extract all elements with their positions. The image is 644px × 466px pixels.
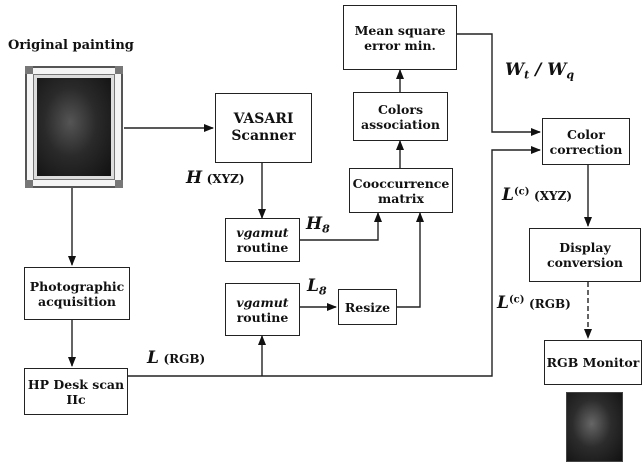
display-line2: conversion — [547, 255, 623, 270]
photo-line1: Photographic — [30, 279, 125, 294]
label-Lc1-units: (XYZ) — [534, 189, 572, 203]
mse-line1: Mean square — [355, 23, 446, 38]
resize-label: Resize — [345, 300, 390, 315]
label-H8: H8 — [306, 214, 330, 236]
arrow-mse-to-corr — [457, 34, 540, 132]
assoc-line1: Colors — [378, 102, 423, 117]
mse-line2: error min. — [364, 38, 436, 53]
corr-line1: Color — [567, 127, 605, 142]
assoc-line2: association — [361, 117, 440, 132]
arrow-resize-to-cooc — [397, 213, 420, 307]
corr-line2: correction — [550, 142, 623, 157]
label-W2-sub: q — [566, 69, 574, 82]
label-H8-sub: 8 — [322, 223, 330, 236]
display-line1: Display — [559, 240, 610, 255]
label-Lc1-sup: (c) — [514, 187, 530, 198]
vasari-line1: VASARI — [234, 111, 294, 127]
vgamut2-line2: routine — [237, 310, 289, 325]
label-H8-symbol: H — [306, 214, 322, 234]
label-L8-sub: 8 — [319, 285, 327, 298]
photo-line2: acquisition — [38, 294, 116, 309]
hp-line2: IIc — [66, 392, 85, 407]
resize-box: Resize — [338, 289, 397, 325]
label-H-symbol: H — [186, 168, 202, 188]
vasari-line2: Scanner — [231, 128, 295, 144]
label-W2-symbol: W — [547, 60, 566, 80]
original-painting-label: Original painting — [8, 38, 134, 53]
label-L-symbol: L — [147, 348, 159, 368]
label-weights: Wt / Wq — [505, 60, 574, 82]
vgamut1-line2: routine — [237, 240, 289, 255]
monitor-image — [566, 392, 623, 462]
label-L8: L8 — [307, 276, 327, 298]
label-Lc2-sup: (c) — [509, 295, 525, 306]
rgb-monitor-label: RGB Monitor — [547, 355, 640, 370]
label-L-rgb: L (RGB) — [147, 348, 205, 368]
label-L-units: (RGB) — [163, 352, 205, 366]
label-L8-symbol: L — [307, 276, 319, 296]
cooc-line1: Cooccurrence — [353, 176, 450, 191]
label-W1-symbol: W — [505, 60, 524, 80]
vgamut1-line1: vgamut — [236, 225, 288, 240]
rgb-monitor-box: RGB Monitor — [544, 340, 642, 385]
label-Lc-rgb: L(c) (RGB) — [497, 293, 571, 313]
hp-line1: HP Desk scan — [28, 377, 124, 392]
label-H-xyz: H (XYZ) — [186, 168, 245, 188]
cooc-line2: matrix — [378, 191, 424, 206]
label-Lc2-units: (RGB) — [529, 297, 571, 311]
label-H-units: (XYZ) — [207, 172, 245, 186]
original-painting-image — [25, 66, 123, 188]
label-Lc2-symbol: L — [497, 293, 509, 313]
label-Lc1-symbol: L — [502, 185, 514, 205]
label-W-slash: / — [529, 60, 547, 80]
vgamut2-line1: vgamut — [236, 295, 288, 310]
label-Lc-xyz: L(c) (XYZ) — [502, 185, 572, 205]
